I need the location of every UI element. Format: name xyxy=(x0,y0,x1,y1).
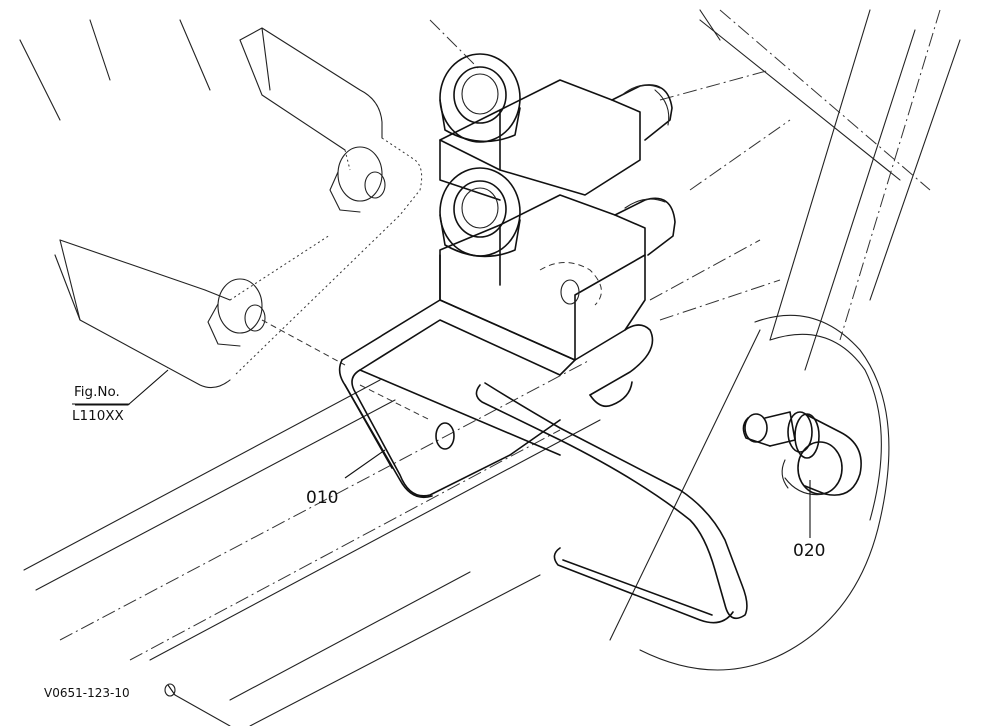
coupler-lower xyxy=(439,167,676,408)
leader-lines xyxy=(75,369,811,726)
part-label-010: 010 xyxy=(306,488,338,508)
figure-ref-line2: L110XX xyxy=(72,408,124,424)
figure-ref-line1: Fig.No. xyxy=(74,384,120,400)
frame-rails xyxy=(19,9,961,726)
mounting-plate xyxy=(639,314,890,671)
bracket-010 xyxy=(338,299,576,499)
drawing-code: V0651-123-10 xyxy=(44,686,130,700)
bolt-020 xyxy=(742,411,862,496)
coupler-upper xyxy=(439,53,673,201)
hose-clip xyxy=(475,382,748,624)
part-label-020: 020 xyxy=(793,541,825,561)
left-panel xyxy=(54,27,423,389)
